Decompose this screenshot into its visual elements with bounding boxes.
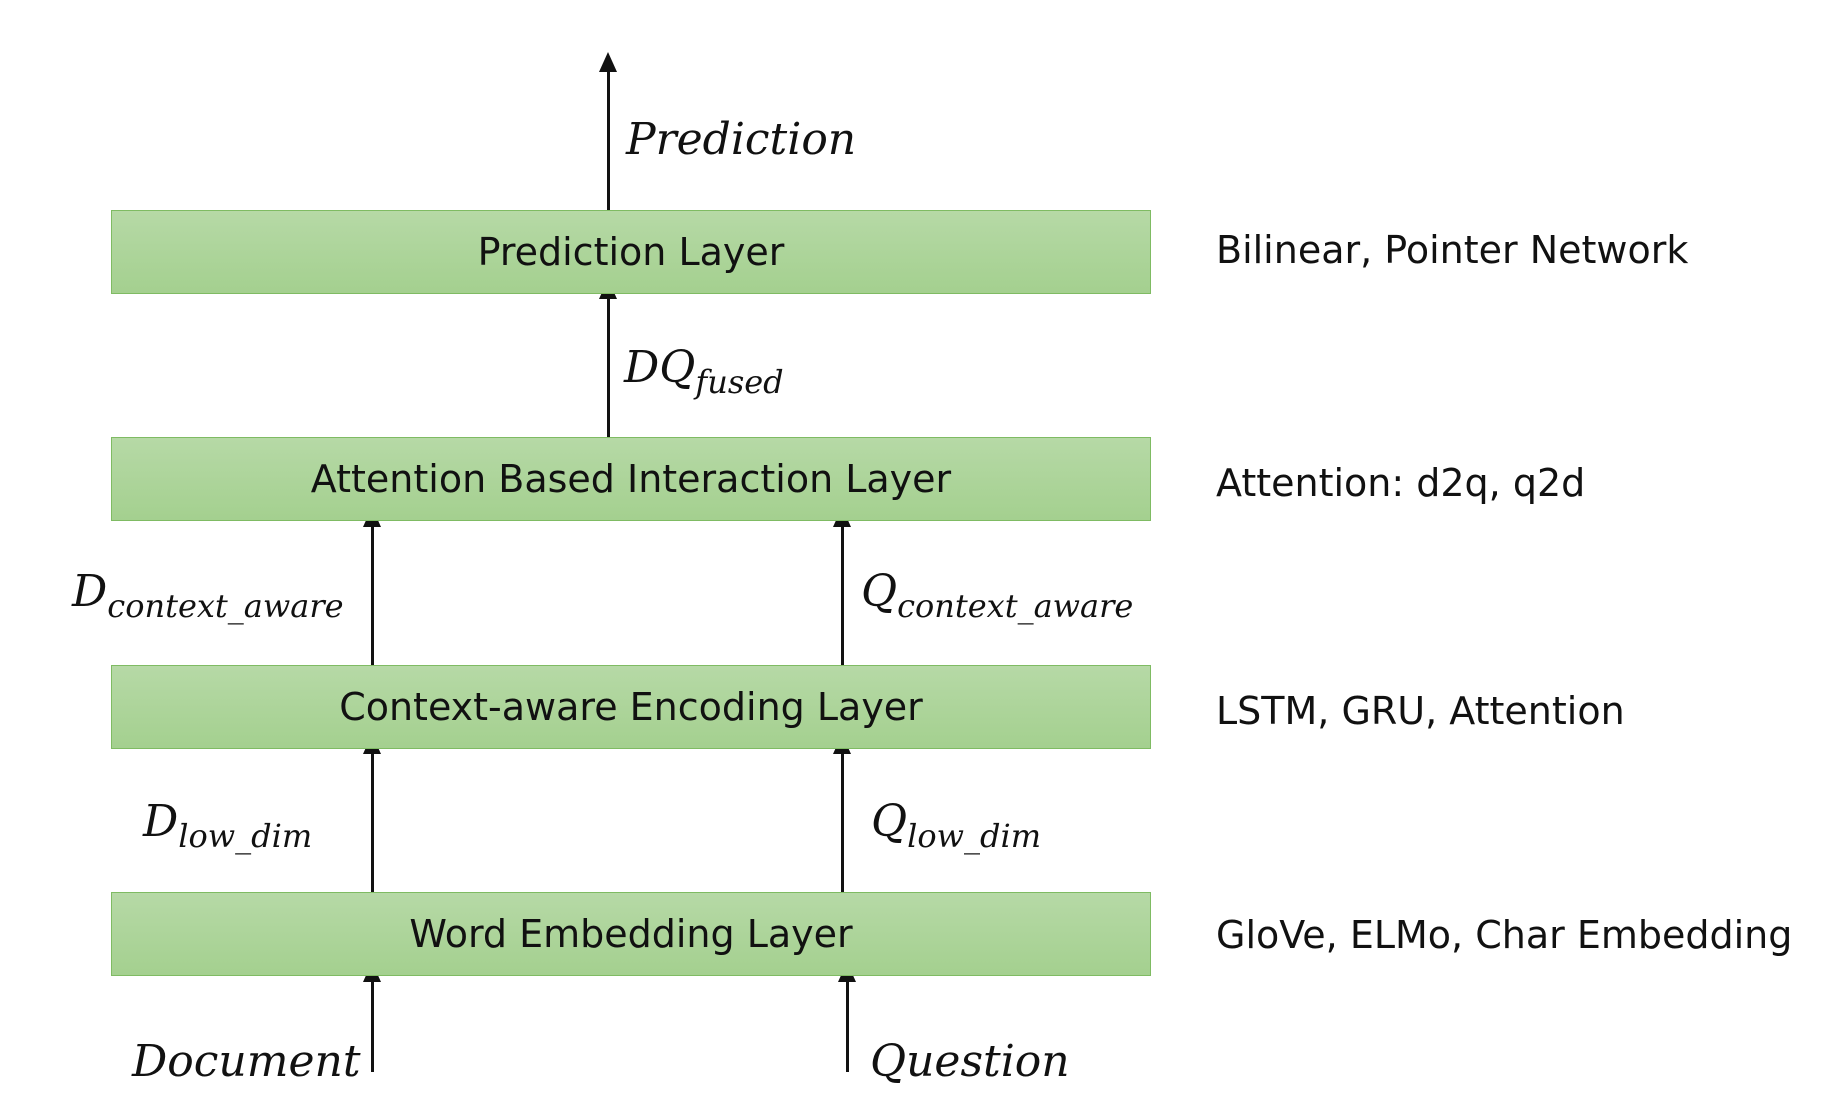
q-context-aware-label: Qcontext_aware — [861, 570, 1134, 625]
arrow-d-low-dim — [363, 734, 381, 892]
d-low-dim-base: D — [143, 796, 179, 847]
prediction-layer: Prediction Layer — [111, 210, 1151, 294]
arrow-question-input — [838, 962, 856, 1072]
output-prediction-label: Prediction — [626, 114, 857, 165]
attention-interaction-layer: Attention Based Interaction Layer — [111, 437, 1151, 521]
q-context-aware-sub: context_aware — [897, 587, 1134, 625]
fused-label: DQfused — [624, 346, 784, 401]
embedding-layer-label: Word Embedding Layer — [409, 912, 853, 956]
d-low-dim-label: Dlow_dim — [143, 800, 313, 855]
q-low-dim-base: Q — [871, 796, 908, 847]
arrow-q-low-dim — [833, 734, 851, 892]
q-low-dim-label: Qlow_dim — [871, 800, 1042, 855]
attention-layer-label: Attention Based Interaction Layer — [310, 457, 952, 501]
arrow-q-context-aware — [833, 507, 851, 665]
q-low-dim-sub: low_dim — [907, 817, 1042, 855]
d-context-aware-base: D — [72, 566, 108, 617]
encoding-layer-label: Context-aware Encoding Layer — [339, 685, 923, 729]
word-embedding-layer: Word Embedding Layer — [111, 892, 1151, 976]
attention-methods: Attention: d2q, q2d — [1216, 461, 1586, 505]
arrow-d-context-aware — [363, 507, 381, 665]
fused-label-sub: fused — [695, 363, 784, 401]
arrow-fused — [599, 279, 617, 437]
arrow-prediction-output — [599, 52, 617, 210]
document-input-label: Document — [132, 1036, 361, 1087]
prediction-layer-label: Prediction Layer — [477, 230, 785, 274]
q-context-aware-base: Q — [861, 566, 898, 617]
embedding-methods: GloVe, ELMo, Char Embedding — [1216, 913, 1793, 957]
fused-label-base: DQ — [624, 342, 696, 393]
context-aware-encoding-layer: Context-aware Encoding Layer — [111, 665, 1151, 749]
d-context-aware-sub: context_aware — [107, 587, 344, 625]
d-low-dim-sub: low_dim — [178, 817, 313, 855]
d-context-aware-label: Dcontext_aware — [72, 570, 344, 625]
arrow-document-input — [363, 962, 381, 1072]
question-input-label: Question — [870, 1036, 1070, 1087]
prediction-methods: Bilinear, Pointer Network — [1216, 228, 1689, 272]
encoding-methods: LSTM, GRU, Attention — [1216, 689, 1625, 733]
